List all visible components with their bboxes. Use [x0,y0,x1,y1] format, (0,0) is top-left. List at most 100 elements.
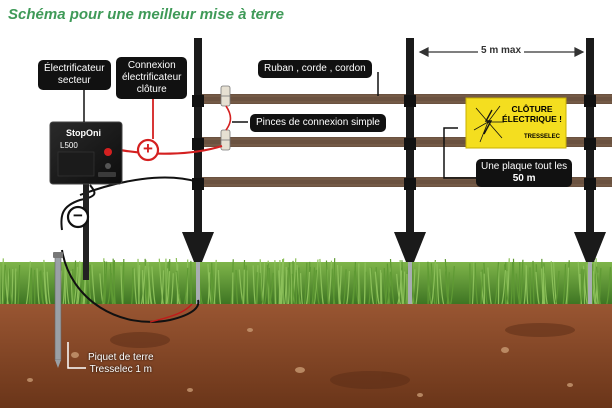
fence-post [394,38,426,304]
ground-wire-fence [79,176,199,196]
grass-blade [415,262,420,305]
grass-blade [346,271,351,305]
grass-blade [43,272,48,305]
grass-blade [483,262,488,305]
grass-blade [519,259,524,305]
grass-blade [103,261,108,305]
terminal-symbols [66,138,160,229]
device-model: L500 [60,141,78,150]
grass-blade [592,271,598,305]
grass-blade [352,270,356,305]
grass-blade [397,270,403,305]
grass-blade [444,259,450,305]
grass-blade [161,270,165,305]
device-brand: StopOni [66,128,101,138]
grass-blade [259,272,264,305]
soil [0,300,612,408]
sign-title: CLÔTURE ÉLECTRIQUE ! [502,104,562,124]
grass-blade [510,262,514,305]
grass-blade [384,270,389,305]
grass-blade [158,258,164,305]
fence-post [574,38,606,304]
grass-blade [137,258,140,305]
grass-blade [535,271,540,305]
grass-blade [436,263,440,305]
ground-rod [53,252,63,368]
grass-blade [474,262,479,305]
grass-blade [36,268,40,305]
grass-blades [0,257,612,305]
grass-blade [518,261,521,305]
grass-blade [91,264,96,305]
grass-blade [332,258,336,305]
grass-blade [515,273,521,305]
grass-blade [176,270,182,305]
label-tape: Ruban , corde , cordon [258,60,372,78]
grass-blade [494,262,500,305]
grass-blade [562,264,567,305]
grass-blade [103,261,106,305]
grass-blade [523,265,528,305]
grass-blade [147,261,152,305]
grass-blade [363,262,366,305]
plus-terminal-icon [136,138,160,162]
grass-blade [288,262,292,305]
grass-blade [501,270,507,305]
grass-blade [471,262,475,305]
grass-blade [280,259,284,305]
grass-blade [8,268,13,305]
wires [60,105,232,323]
grass-blade [65,268,70,305]
label-connection: Connexion électrificateur clôture [116,57,188,99]
grass-blade [131,267,134,305]
grass-blade [380,272,383,305]
grass-blade [166,271,171,305]
grass-blade [543,263,546,305]
label-plate: Une plaque tout les 50 m [476,159,573,187]
grass-blade [299,273,303,305]
grass-blade [506,258,510,305]
grass-blade [343,269,347,305]
grass-blade [40,270,45,305]
warning-sign [465,97,567,149]
grass-blade [303,262,308,305]
grass-blade [207,272,211,305]
grass-blade [313,259,319,305]
connection-clips [220,85,231,151]
label-ground-rod: Piquet de terre Tresselec 1 m [88,352,154,375]
grass-blade [319,258,324,305]
grass-blade [450,266,455,305]
grass-blade [402,271,406,305]
grass-blade [565,267,570,305]
grass-blade [62,266,66,305]
grass-blade [579,268,583,305]
grass-blade [431,260,437,305]
grass-blade [266,265,272,305]
grass-blade [217,269,222,305]
grass-blade [140,265,146,305]
grass-blade [554,270,560,305]
grass-blade [235,269,239,305]
grass-blade [595,266,602,305]
grass-blade [598,268,602,305]
grass-blade [305,271,311,305]
grass-blade [17,264,21,305]
grass-blade [312,269,318,305]
grass-blade [566,260,570,305]
soil-stones [27,328,573,397]
grass-blade [396,273,402,305]
ground-wire-buried-red [149,303,193,323]
device-stand [83,180,89,280]
grass-blade [439,268,445,305]
grass-blade [120,265,124,305]
grass-blade [291,273,296,305]
grass-blade [14,268,17,305]
grass-blade [72,269,74,305]
grass-blade [278,270,282,305]
grass-blade [164,261,169,305]
grass-blade [308,261,311,305]
grass-blade [252,265,256,305]
minus-terminal-icon [66,205,90,229]
grass-blade [246,270,249,305]
